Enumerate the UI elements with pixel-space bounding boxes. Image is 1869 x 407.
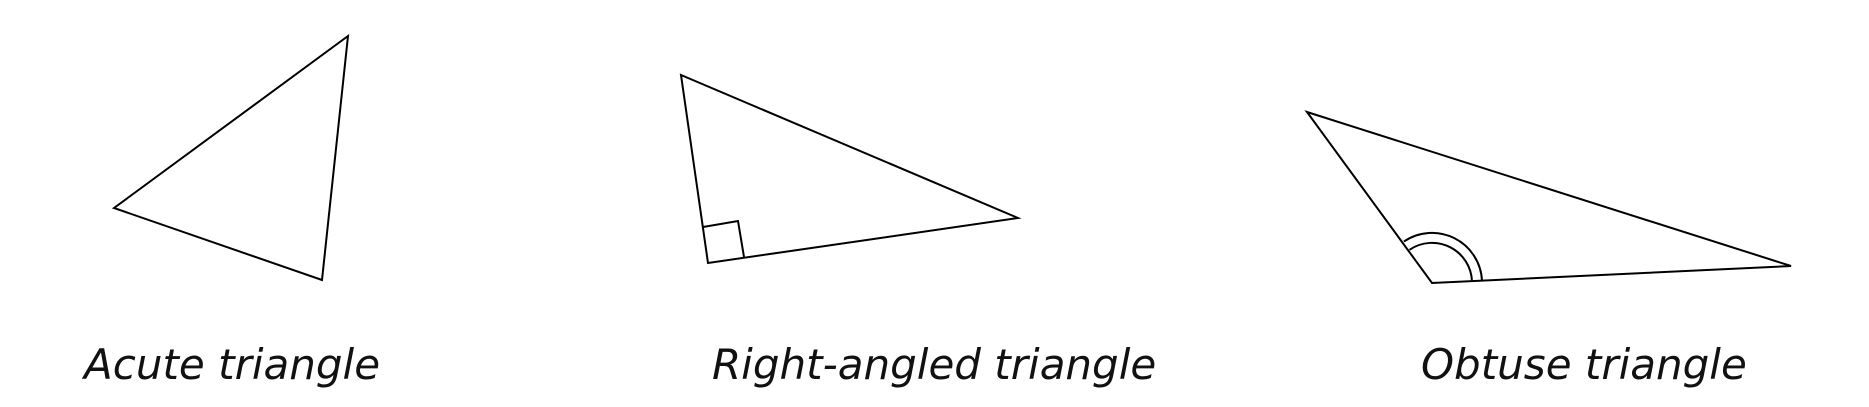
right-triangle-group — [679, 73, 1022, 265]
acute-triangle-group — [111, 33, 350, 282]
right-triangle — [679, 73, 1022, 265]
right-angle-marker — [702, 219, 745, 258]
obtuse-triangle-group — [1304, 110, 1792, 285]
acute-triangle-caption: Acute triangle — [81, 340, 380, 389]
acute-triangle — [111, 33, 350, 282]
obtuse-angle-arc-outer — [1403, 231, 1483, 282]
obtuse-triangle — [1304, 110, 1792, 285]
right-triangle-caption: Right-angled triangle — [712, 340, 1156, 389]
obtuse-triangle-caption: Obtuse triangle — [1421, 340, 1747, 389]
obtuse-angle-arc-inner — [1408, 241, 1473, 282]
